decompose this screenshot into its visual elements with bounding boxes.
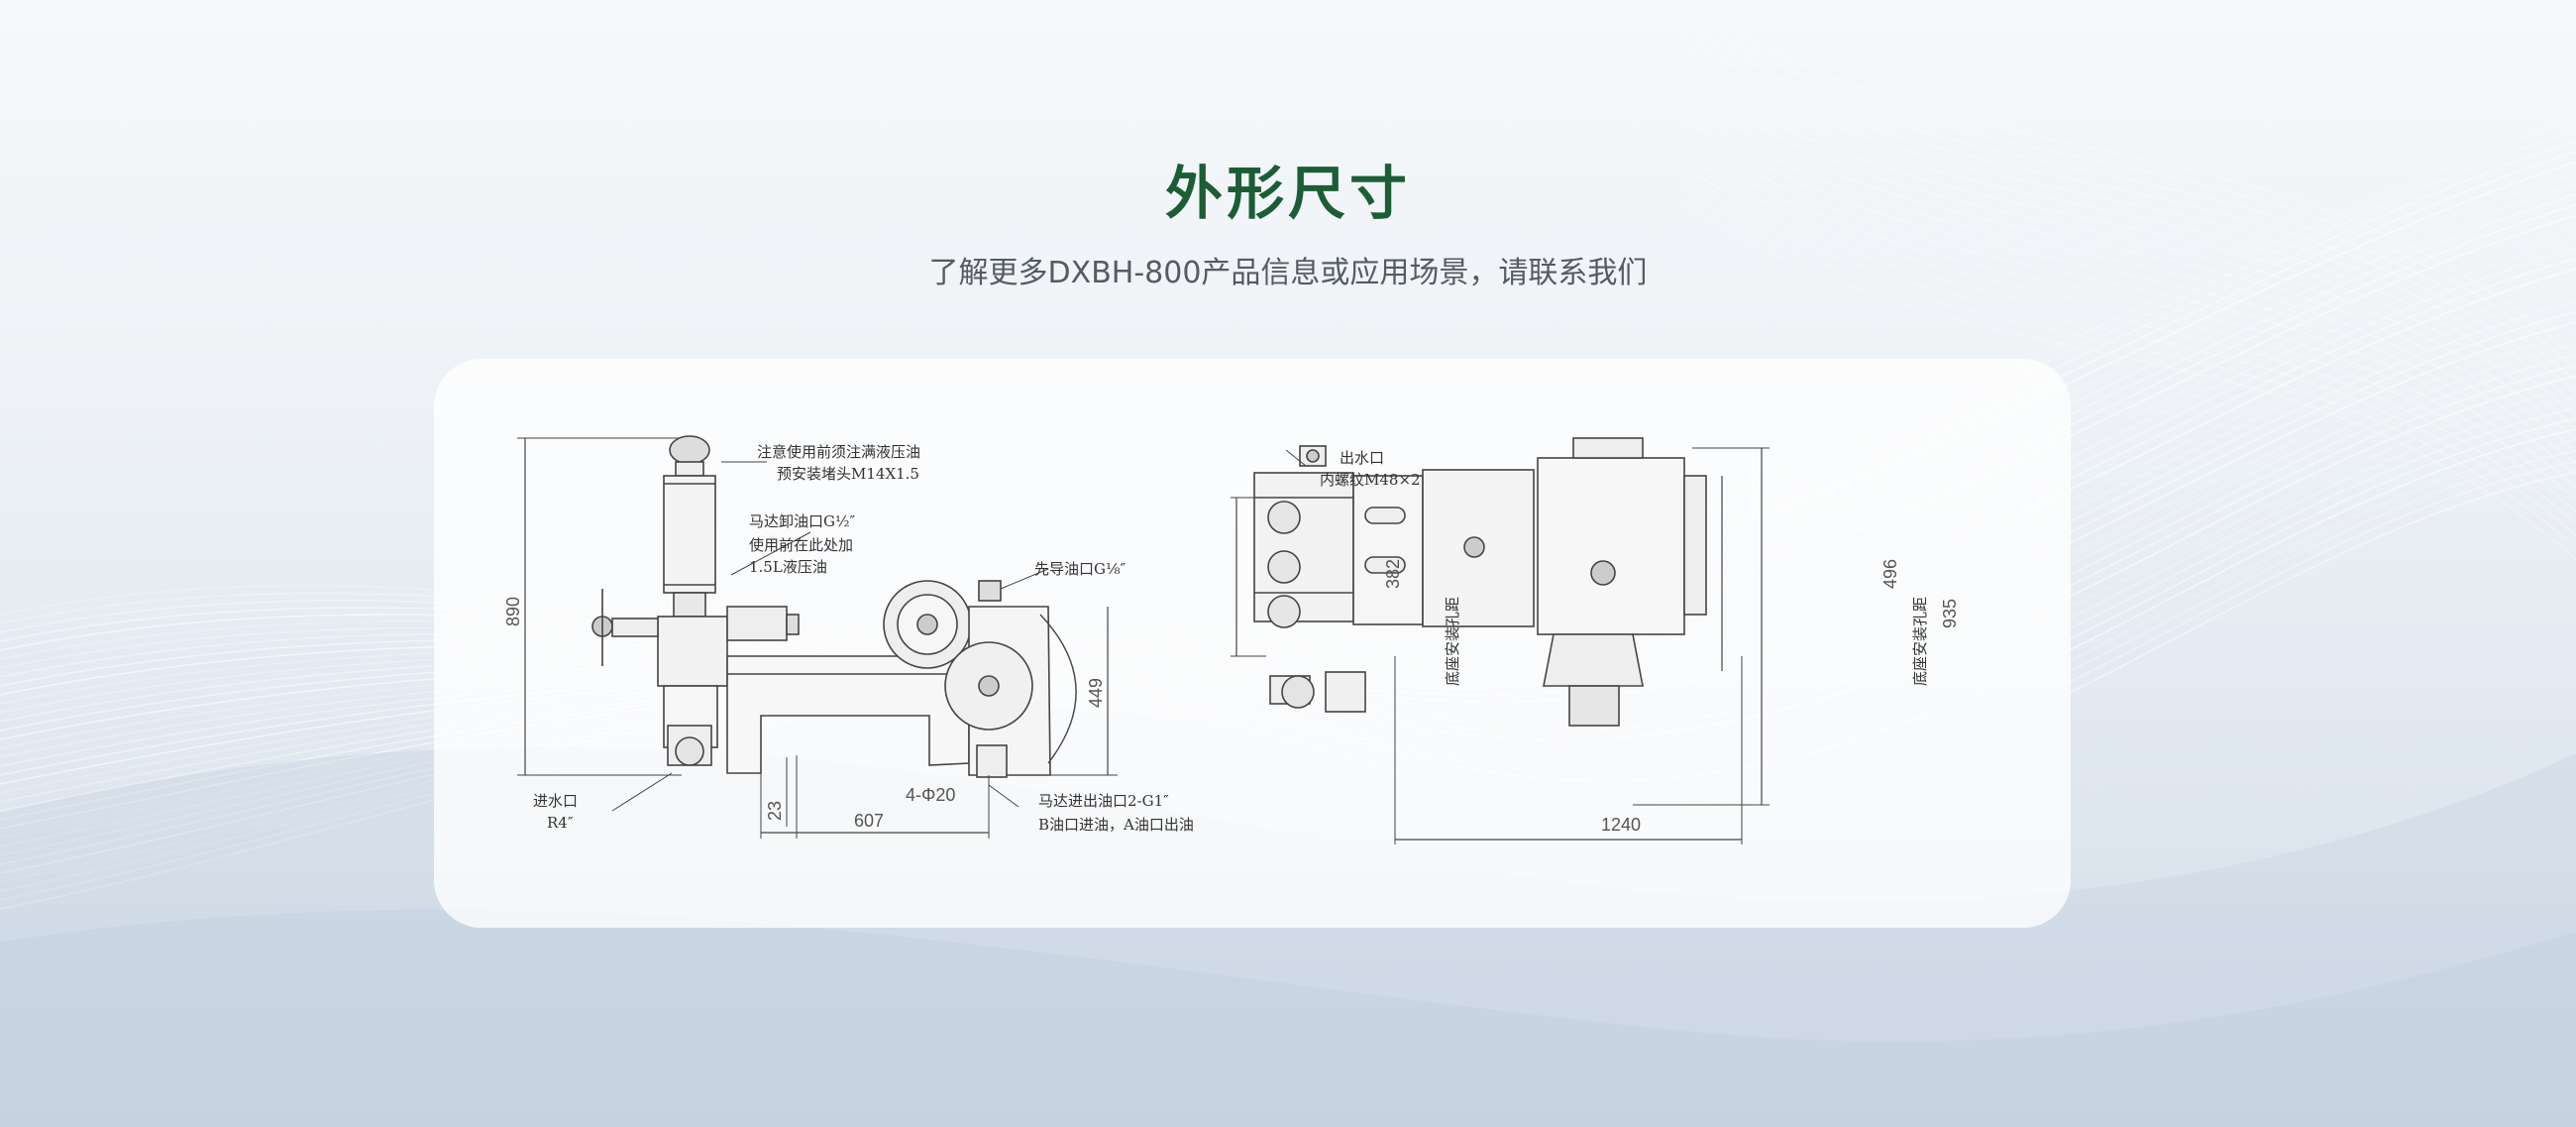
drain-note-line2: 1.5L液压油 bbox=[749, 558, 827, 576]
technical-drawing: 注意使用前须注满液压油 预安装堵头M14X1.5 马达卸油口G½″ 使用前在此处… bbox=[434, 359, 2071, 928]
drain-port-label: 马达卸油口G½″ bbox=[749, 512, 856, 530]
inlet-label: 进水口 bbox=[533, 792, 579, 810]
motor-port-label: 马达进出油口2-G1″ bbox=[1038, 792, 1169, 810]
dim-496: 496 bbox=[1880, 558, 1900, 589]
dim-382: 382 bbox=[1383, 558, 1403, 589]
page-title: 外形尺寸 bbox=[1164, 160, 1411, 227]
pilot-port-label: 先导油口G⅛″ bbox=[1034, 560, 1127, 578]
dim-bottom-23: 23 bbox=[765, 800, 785, 821]
mount-hole-label-left: 底座安装孔距 bbox=[1444, 596, 1461, 686]
side-view-drawing bbox=[517, 435, 1118, 839]
motor-port-note: B油口进油，A油口出油 bbox=[1038, 816, 1194, 834]
mount-hole-label-right: 底座安装孔距 bbox=[1911, 596, 1929, 686]
oil-note-line2: 预安装堵头M14X1.5 bbox=[777, 465, 919, 483]
oil-note-line1: 注意使用前须注满液压油 bbox=[757, 443, 921, 461]
drain-note-line1: 使用前在此处加 bbox=[749, 536, 854, 554]
outlet-label: 出水口 bbox=[1340, 449, 1385, 467]
outlet-thread-label: 内螺纹M48×2 bbox=[1320, 471, 1421, 489]
page-subtitle: 了解更多DXBH-800产品信息或应用场景，请联系我们 bbox=[928, 256, 1648, 290]
dim-holes: 4-Φ20 bbox=[906, 785, 956, 805]
dim-side-449: 449 bbox=[1086, 677, 1106, 708]
inlet-size-label: R4″ bbox=[547, 814, 574, 832]
dim-935: 935 bbox=[1940, 598, 1960, 628]
dim-length-607: 607 bbox=[854, 811, 885, 831]
dim-height-890: 890 bbox=[503, 596, 523, 626]
top-view-drawing bbox=[1231, 437, 1770, 845]
dim-1240: 1240 bbox=[1601, 815, 1642, 835]
